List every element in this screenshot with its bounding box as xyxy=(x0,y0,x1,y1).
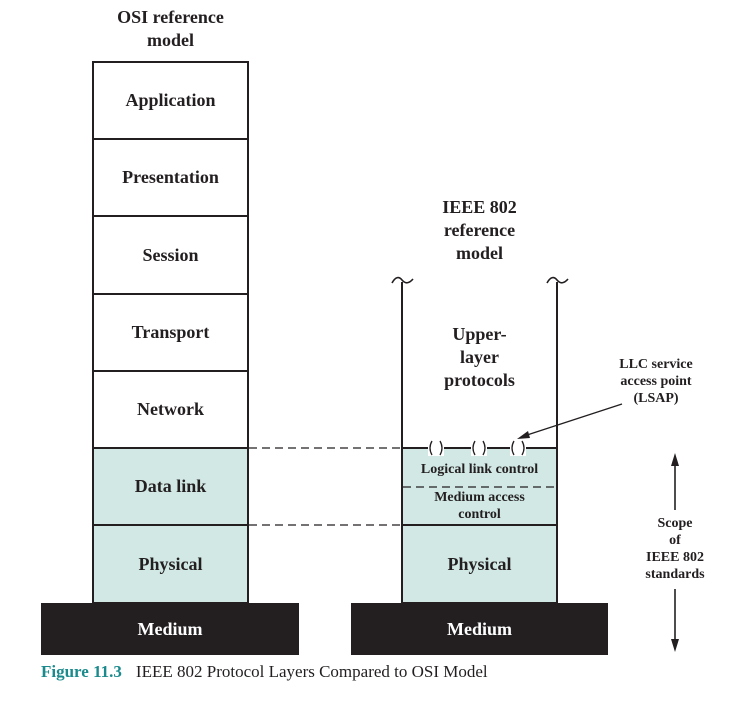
ieee-llc-label: Logical link control xyxy=(420,462,539,477)
osi-layer-label: Presentation xyxy=(122,167,219,187)
upper-line3: protocols xyxy=(444,370,515,390)
scope-label: Scope of IEEE 802 standards xyxy=(625,515,725,583)
scope-arrow-down-head xyxy=(671,639,679,652)
osi-title-line2: model xyxy=(147,30,194,50)
lsap-line3: (LSAP) xyxy=(633,391,679,406)
mac-line2: control xyxy=(458,507,501,522)
scope-line4: standards xyxy=(645,567,705,582)
osi-layer-presentation: Presentation xyxy=(92,138,249,217)
lsap-arrowhead xyxy=(517,431,530,439)
sap-point-1 xyxy=(429,440,443,456)
sap-points xyxy=(428,440,526,456)
osi-layer-application: Application xyxy=(92,61,249,140)
ieee-layer-physical: Physical xyxy=(401,524,558,604)
lsap-line2: access point xyxy=(620,374,692,389)
ieee-medium-label: Medium xyxy=(447,618,512,639)
ieee-title-line1: IEEE 802 xyxy=(442,197,517,217)
scope-arrow-up-head xyxy=(671,453,679,466)
osi-layer-label: Transport xyxy=(131,322,210,342)
osi-layer-data-link: Data link xyxy=(92,447,249,526)
osi-layer-session: Session xyxy=(92,215,249,295)
lsap-pointer-line xyxy=(523,403,623,437)
osi-title: OSI reference model xyxy=(93,6,248,52)
ieee-physical-label: Physical xyxy=(447,553,512,574)
scope-line2: of xyxy=(669,533,681,548)
osi-layer-label: Network xyxy=(137,399,204,419)
osi-medium: Medium xyxy=(41,603,299,655)
osi-layer-label: Application xyxy=(125,90,216,110)
upper-line1: Upper- xyxy=(452,324,507,344)
tilde-break-left xyxy=(391,276,414,284)
osi-medium-label: Medium xyxy=(137,618,203,639)
upper-line2: layer xyxy=(460,347,499,367)
osi-layer-physical: Physical xyxy=(92,524,249,604)
figure-caption-text: IEEE 802 Protocol Layers Compared to OSI… xyxy=(135,662,488,681)
scope-line3: IEEE 802 xyxy=(646,550,704,565)
figure-caption: Figure 11.3 IEEE 802 Protocol Layers Comp… xyxy=(41,662,488,682)
ieee-upper-layer-protocols: Upper- layer protocols xyxy=(402,323,557,392)
tilde-break-right xyxy=(546,276,569,284)
mac-line1: Medium access xyxy=(434,490,525,505)
ieee-medium: Medium xyxy=(351,603,608,655)
osi-title-line1: OSI reference xyxy=(117,7,224,27)
ieee-title-line2: reference xyxy=(443,220,516,240)
sap-point-2 xyxy=(472,440,486,456)
osi-layer-transport: Transport xyxy=(92,293,249,372)
lsap-label: LLC service access point (LSAP) xyxy=(596,356,716,407)
scope-line1: Scope xyxy=(657,516,693,531)
sap-point-3 xyxy=(511,440,525,456)
ieee-title-line3: model xyxy=(456,243,503,263)
figure-number: Figure 11.3 xyxy=(41,662,122,681)
ieee-title: IEEE 802 reference model xyxy=(402,196,557,265)
ieee-mac-label: Medium access control xyxy=(402,489,557,523)
osi-layer-label: Data link xyxy=(134,476,207,496)
osi-layer-network: Network xyxy=(92,370,249,449)
osi-layer-label: Physical xyxy=(138,553,203,574)
lsap-line1: LLC service xyxy=(619,357,693,372)
osi-layer-label: Session xyxy=(142,244,199,265)
